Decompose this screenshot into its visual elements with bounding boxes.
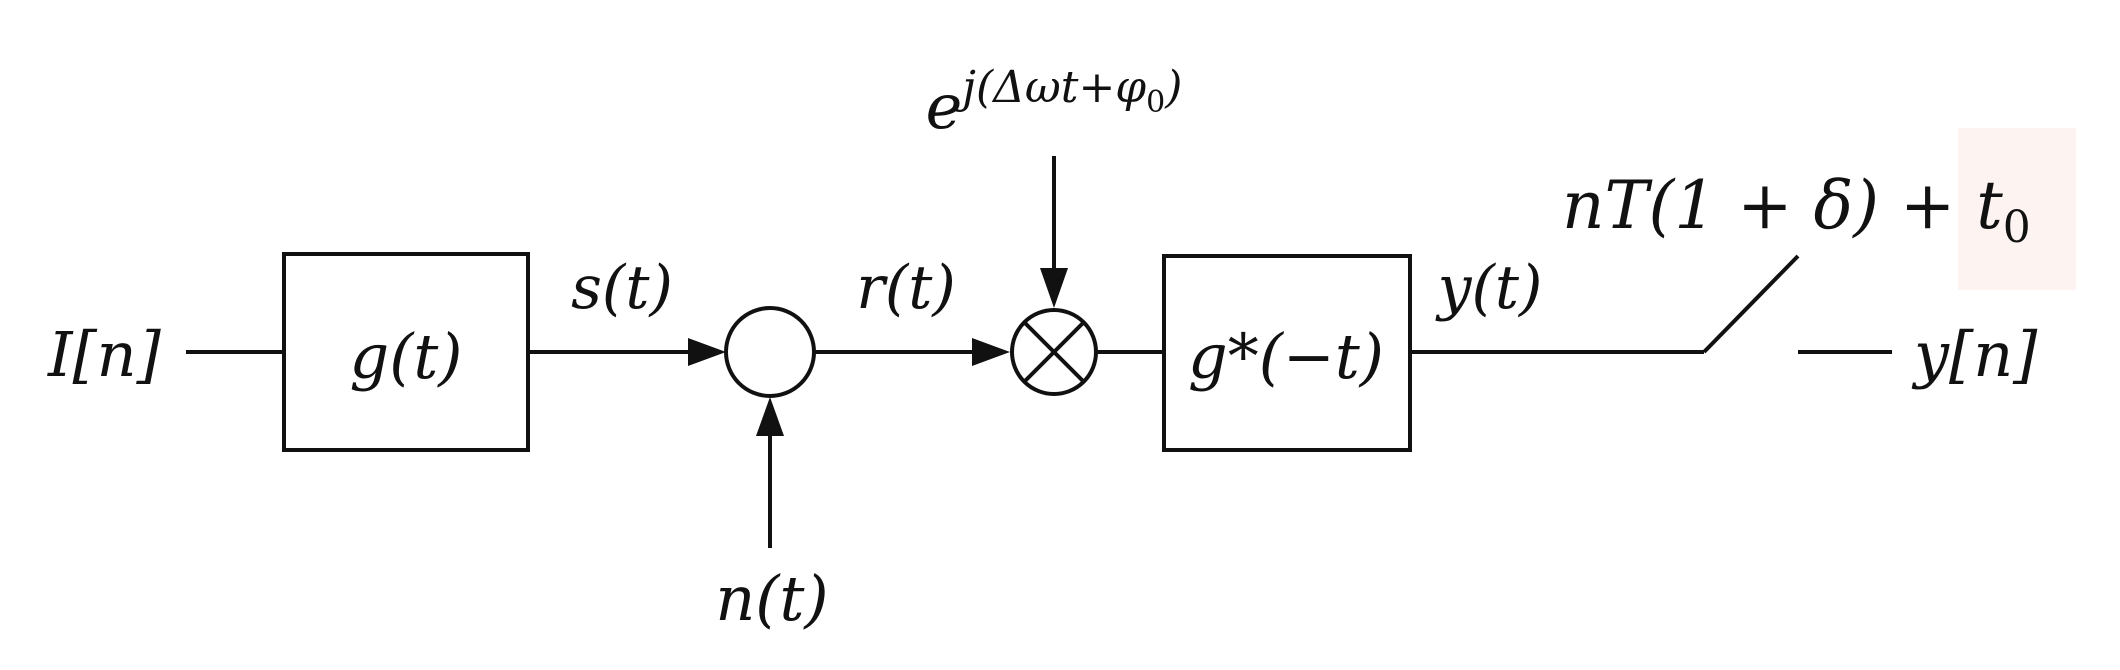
multiplier-cross-b <box>1022 320 1086 384</box>
noise-arrowhead <box>756 397 784 436</box>
received-signal-label: r(t) <box>856 253 956 323</box>
matched-filter-label: g*(−t) <box>1188 320 1384 393</box>
transmitted-signal-label: s(t) <box>571 253 673 323</box>
t0-highlight <box>1958 128 2076 290</box>
carrier-offset-label: ej(Δωt+φ0) <box>926 62 1183 143</box>
input-label: I[n] <box>47 318 162 391</box>
r-arrowhead <box>972 338 1010 366</box>
output-label: y[n] <box>1911 318 2038 391</box>
adder-node <box>724 306 816 398</box>
sampling-time-label: nT(1 + δ) + t0 <box>1562 167 2031 253</box>
s-arrowhead <box>688 338 726 366</box>
filter-output-label: y(t) <box>1435 253 1543 323</box>
sampling-switch-arm <box>1702 254 1800 354</box>
carrier-arrowhead <box>1040 268 1068 308</box>
transmit-filter-label: g(t) <box>350 320 463 393</box>
noise-label: n(t) <box>715 562 828 635</box>
transmit-filter-block <box>282 252 530 452</box>
